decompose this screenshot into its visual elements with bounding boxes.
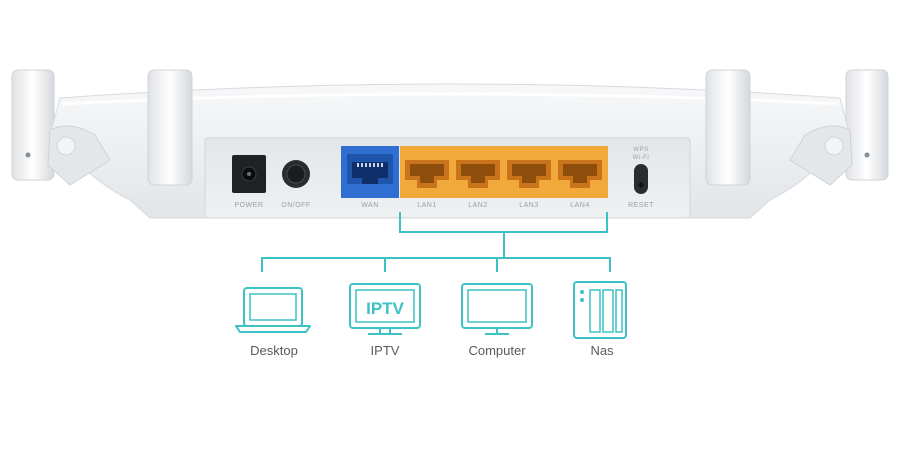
wps-reset-button[interactable] (634, 164, 648, 194)
device-label-desktop: Desktop (250, 343, 298, 358)
lan-port-2[interactable] (456, 160, 500, 188)
antenna-hinge-left (47, 125, 111, 186)
lan2-label: LAN2 (468, 202, 488, 209)
lan-port-1[interactable] (405, 160, 449, 188)
wan-label: WAN (361, 202, 379, 209)
antenna-left-inner (147, 69, 193, 186)
device-label-iptv: IPTV (370, 343, 400, 358)
device-label-computer: Computer (468, 343, 526, 358)
device-label-nas: Nas (590, 343, 614, 358)
wan-port[interactable] (341, 146, 399, 198)
wps-label: WPS (633, 147, 648, 153)
connection-lines (261, 212, 611, 272)
reset-label: RESET (628, 202, 654, 209)
onoff-label: ON/OFF (281, 202, 310, 209)
lan3-label: LAN3 (519, 202, 539, 209)
tv-icon (349, 283, 421, 335)
nas-icon (573, 281, 627, 339)
lan4-label: LAN4 (570, 202, 590, 209)
lan-port-3[interactable] (507, 160, 551, 188)
antenna-right-inner (705, 69, 751, 186)
laptop-icon (235, 287, 311, 333)
monitor-icon (461, 283, 533, 335)
lan-port-4[interactable] (558, 160, 602, 188)
power-label: POWER (235, 202, 264, 209)
wifi-label: Wi-Fi (633, 155, 650, 161)
tv-screen-text: IPTV (366, 299, 404, 318)
lan1-label: LAN1 (417, 202, 437, 209)
power-jack[interactable] (232, 155, 266, 193)
onoff-button[interactable] (282, 160, 310, 188)
antenna-hinge-right (789, 125, 853, 186)
